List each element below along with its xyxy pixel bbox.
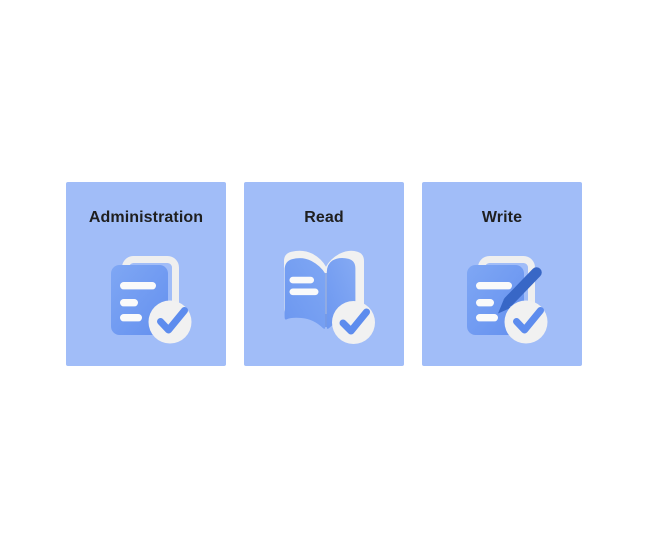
card-read[interactable]: Read (244, 182, 404, 366)
text-line (120, 282, 156, 290)
card-icon-wrap (462, 248, 550, 346)
check-circle (148, 300, 192, 344)
text-line (476, 299, 494, 307)
permission-cards-row: Administration (66, 182, 582, 366)
card-icon-wrap (106, 248, 194, 346)
pen-icon (503, 267, 542, 307)
card-administration[interactable]: Administration (66, 182, 226, 366)
open-book-check-icon (284, 250, 375, 344)
checkmark-icon (157, 307, 188, 334)
checkmark-icon (339, 308, 370, 335)
card-title-write: Write (481, 209, 523, 226)
checkmark-icon (513, 307, 544, 334)
text-line (289, 288, 319, 296)
card-icon-wrap (280, 248, 376, 346)
text-line (120, 314, 142, 322)
card-title-administration: Administration (88, 209, 204, 226)
card-write[interactable]: Write (422, 182, 582, 366)
document-check-icon (111, 256, 192, 344)
document-pen-check-icon (467, 256, 548, 344)
pen-tip (498, 300, 511, 314)
text-line (476, 282, 512, 290)
card-title-read: Read (304, 209, 344, 226)
text-line (120, 299, 138, 307)
text-line (476, 314, 498, 322)
check-circle (504, 300, 548, 344)
text-line (289, 276, 314, 284)
